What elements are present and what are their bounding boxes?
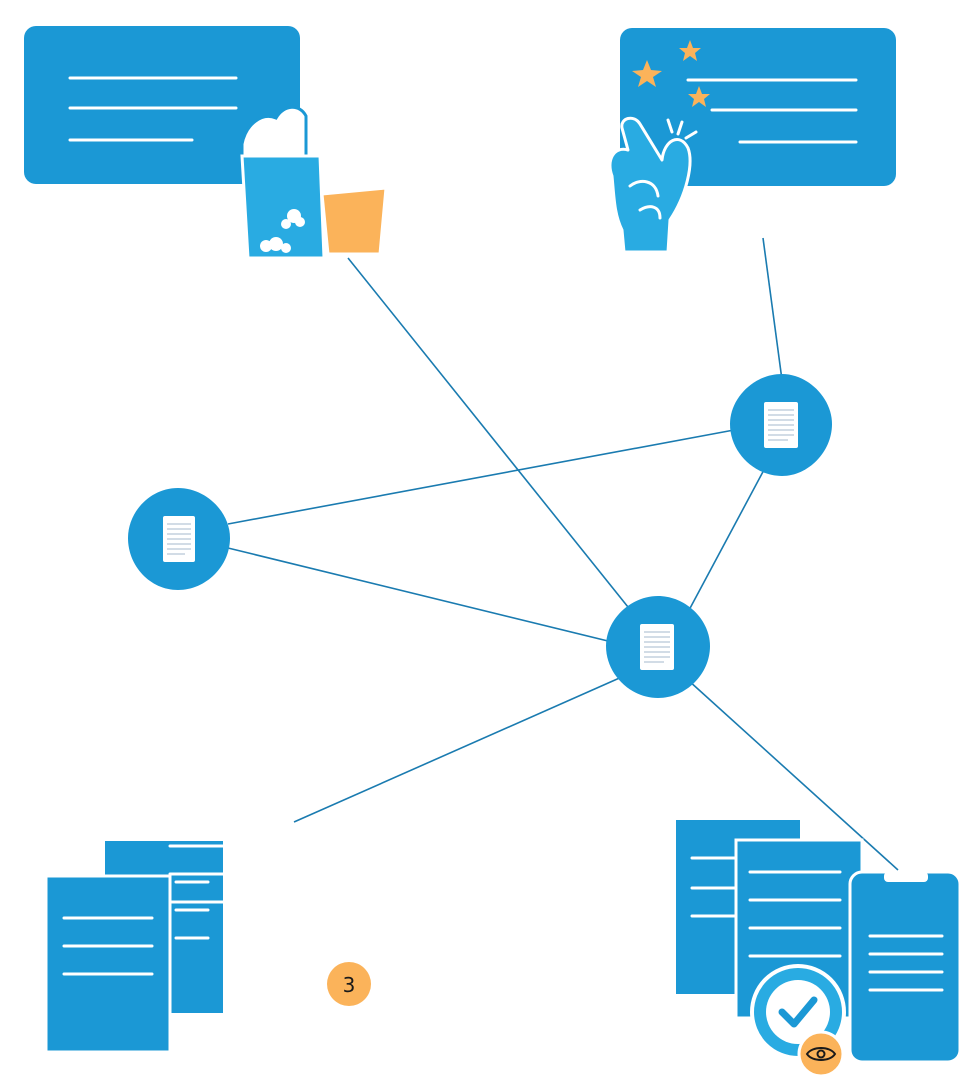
connector-topright-right: [762, 237, 783, 381]
number-badge: 3: [327, 962, 371, 1006]
connector-center-bottomright: [687, 679, 899, 871]
eye-icon: [797, 1030, 845, 1078]
document-icon: [163, 516, 195, 562]
connector-left-center: [227, 547, 613, 643]
hub-node-right[interactable]: [730, 374, 832, 476]
number-badge-label: 3: [343, 973, 356, 997]
connector-left-right: [227, 429, 735, 525]
chat-card-popcorn-drink-icon: [24, 26, 388, 260]
connector-topleft-center: [347, 257, 633, 613]
connector-right-center: [687, 467, 766, 613]
document-icon: [764, 402, 798, 448]
hub-node-center[interactable]: [606, 596, 710, 698]
chat-card-stars-snap-icon: [608, 28, 896, 254]
documents-phone-check-eye-icon: [676, 820, 962, 1078]
hub-node-left[interactable]: [128, 488, 230, 590]
connector-lines: [227, 237, 899, 871]
connector-center-bottomleft: [293, 675, 625, 823]
stacked-documents-icon: [44, 839, 266, 1054]
document-icon: [640, 624, 674, 670]
